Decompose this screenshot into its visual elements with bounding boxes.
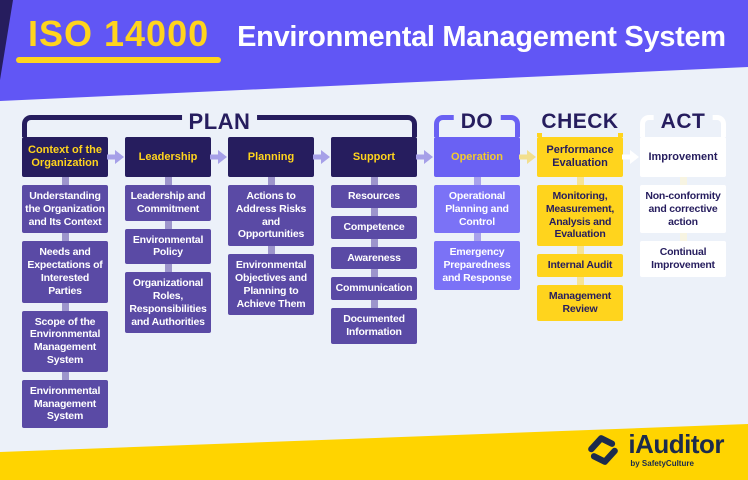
item-documented-information: Documented Information <box>331 308 417 344</box>
item-management-review: Management Review <box>537 284 623 321</box>
flow-arrow-icon <box>210 149 229 165</box>
brand-logo: iAuditor by SafetyCulture <box>585 431 724 468</box>
item-operational-planning-and-control: Operational Planning and Control <box>434 185 520 234</box>
item-organizational-roles-responsibilities-an: Organizational Roles, Responsibilities a… <box>125 272 211 334</box>
item-leadership-and-commitment: Leadership and Commitment <box>125 185 211 221</box>
connector <box>164 220 172 229</box>
connector <box>61 371 69 380</box>
connector <box>164 177 172 185</box>
connector <box>61 233 69 242</box>
connector <box>370 207 378 216</box>
connector <box>370 238 378 247</box>
item-environmental-objectives-and-planning-to: Environmental Objectives and Planning to… <box>228 254 314 316</box>
title-row: ISO 14000 Environmental Management Syste… <box>16 13 726 64</box>
page-subtitle: Environmental Management System <box>237 21 726 53</box>
item-environmental-management-system: Environmental Management System <box>22 379 108 429</box>
item-awareness: Awareness <box>331 246 417 270</box>
phase-label-do: DO <box>453 110 501 134</box>
flow-arrow-icon <box>107 149 126 165</box>
connector <box>576 246 584 255</box>
connector <box>370 300 378 309</box>
brand-name: iAuditor <box>628 429 724 459</box>
column-header-context-of-the-organization: Context of the Organization <box>22 137 108 177</box>
flow-arrow-icon <box>416 149 435 165</box>
phase-bracket-check: CHECK <box>534 110 626 137</box>
connector <box>370 269 378 278</box>
item-environmental-policy: Environmental Policy <box>125 228 211 265</box>
connector <box>679 177 687 185</box>
item-communication: Communication <box>331 277 417 301</box>
phase-bracket-act: ACT <box>640 110 726 137</box>
connector <box>576 177 584 185</box>
column-header-operation: Operation <box>434 137 520 177</box>
pdca-flow-diagram: PLAN DO CHECK ACT Context of the Organizatio… <box>22 108 726 448</box>
column-header-leadership: Leadership <box>125 137 211 177</box>
phase-label-act: ACT <box>653 110 713 134</box>
connector <box>576 276 584 285</box>
item-competence: Competence <box>331 215 417 239</box>
page-title: ISO 14000 <box>28 13 210 54</box>
flow-arrow-icon <box>313 149 332 165</box>
item-understanding-the-organization-and-its-c: Understanding the Organization and Its C… <box>22 185 108 234</box>
connector <box>473 177 481 185</box>
item-non-conformity-and-corrective-action: Non-conformity and corrective action <box>640 185 726 234</box>
item-continual-improvement: Continual Improvement <box>640 241 726 277</box>
brand-byline: by SafetyCulture <box>630 459 694 468</box>
column-header-performance-evaluation: Performance Evaluation <box>537 137 623 177</box>
column-header-improvement: Improvement <box>640 137 726 177</box>
item-actions-to-address-risks-and-opportuniti: Actions to Address Risks and Opportuniti… <box>228 185 314 247</box>
connector <box>473 233 481 242</box>
item-emergency-preparedness-and-response: Emergency Preparedness and Response <box>434 241 520 290</box>
item-internal-audit: Internal Audit <box>537 254 623 277</box>
connector <box>370 177 378 185</box>
logo-text: iAuditor by SafetyCulture <box>628 431 724 468</box>
item-resources: Resources <box>331 185 417 208</box>
column-header-planning: Planning <box>228 137 314 177</box>
phase-bracket-plan: PLAN <box>22 109 417 137</box>
connector <box>267 177 275 185</box>
item-scope-of-the-environmental-management-sy: Scope of the Environmental Management Sy… <box>22 310 108 372</box>
title-wrap: ISO 14000 <box>16 13 222 64</box>
connector <box>61 302 69 311</box>
title-underline <box>16 57 222 64</box>
column-header-support: Support <box>331 137 417 177</box>
phase-label-plan: PLAN <box>181 109 258 135</box>
connector <box>267 246 275 255</box>
flow-arrow-icon <box>622 149 641 165</box>
connector <box>679 233 687 242</box>
phase-label-check: CHECK <box>534 110 626 134</box>
phase-bracket-do: DO <box>434 110 520 137</box>
item-monitoring-measurement-analysis-and-eval: Monitoring, Measurement, Analysis and Ev… <box>537 185 623 247</box>
connector <box>164 264 172 273</box>
connector <box>61 177 69 185</box>
safetyculture-icon <box>588 434 619 465</box>
item-needs-and-expectations-of-interested-par: Needs and Expectations of Interested Par… <box>22 241 108 303</box>
flow-arrow-icon <box>519 149 538 165</box>
